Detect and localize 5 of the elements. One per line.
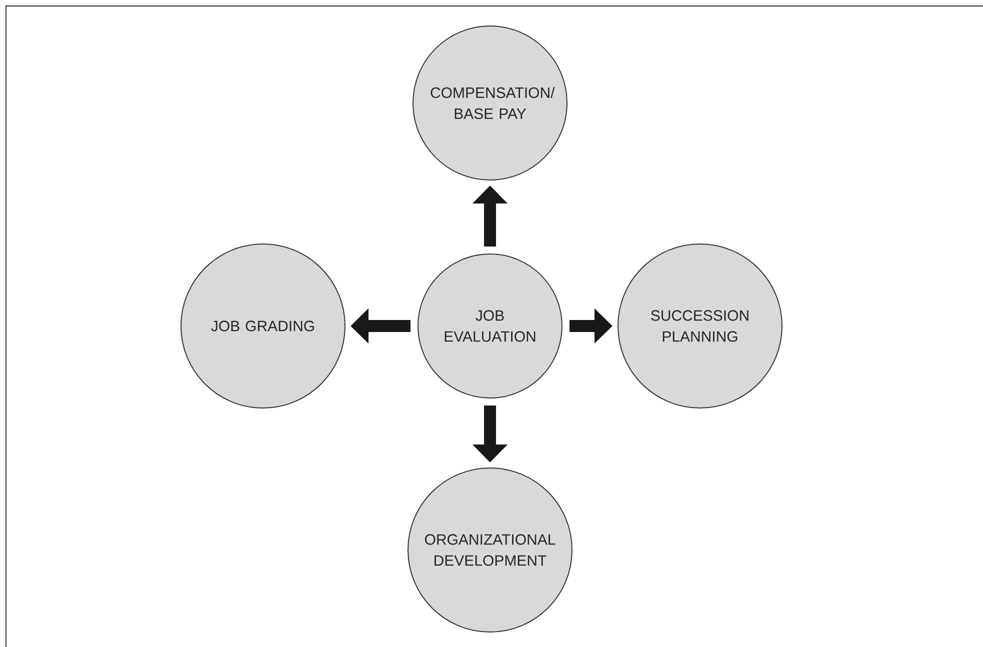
- circle-node: JOB GRADING: [180, 244, 346, 408]
- circle-node: COMPENSATION/ BASE PAY: [412, 26, 568, 180]
- circle-node: SUCCESSION PLANNING: [618, 244, 782, 408]
- circle-node: ORGANIZATIONAL DEVELOPMENT: [408, 468, 572, 632]
- circle-node: JOB EVALUATION: [418, 254, 562, 398]
